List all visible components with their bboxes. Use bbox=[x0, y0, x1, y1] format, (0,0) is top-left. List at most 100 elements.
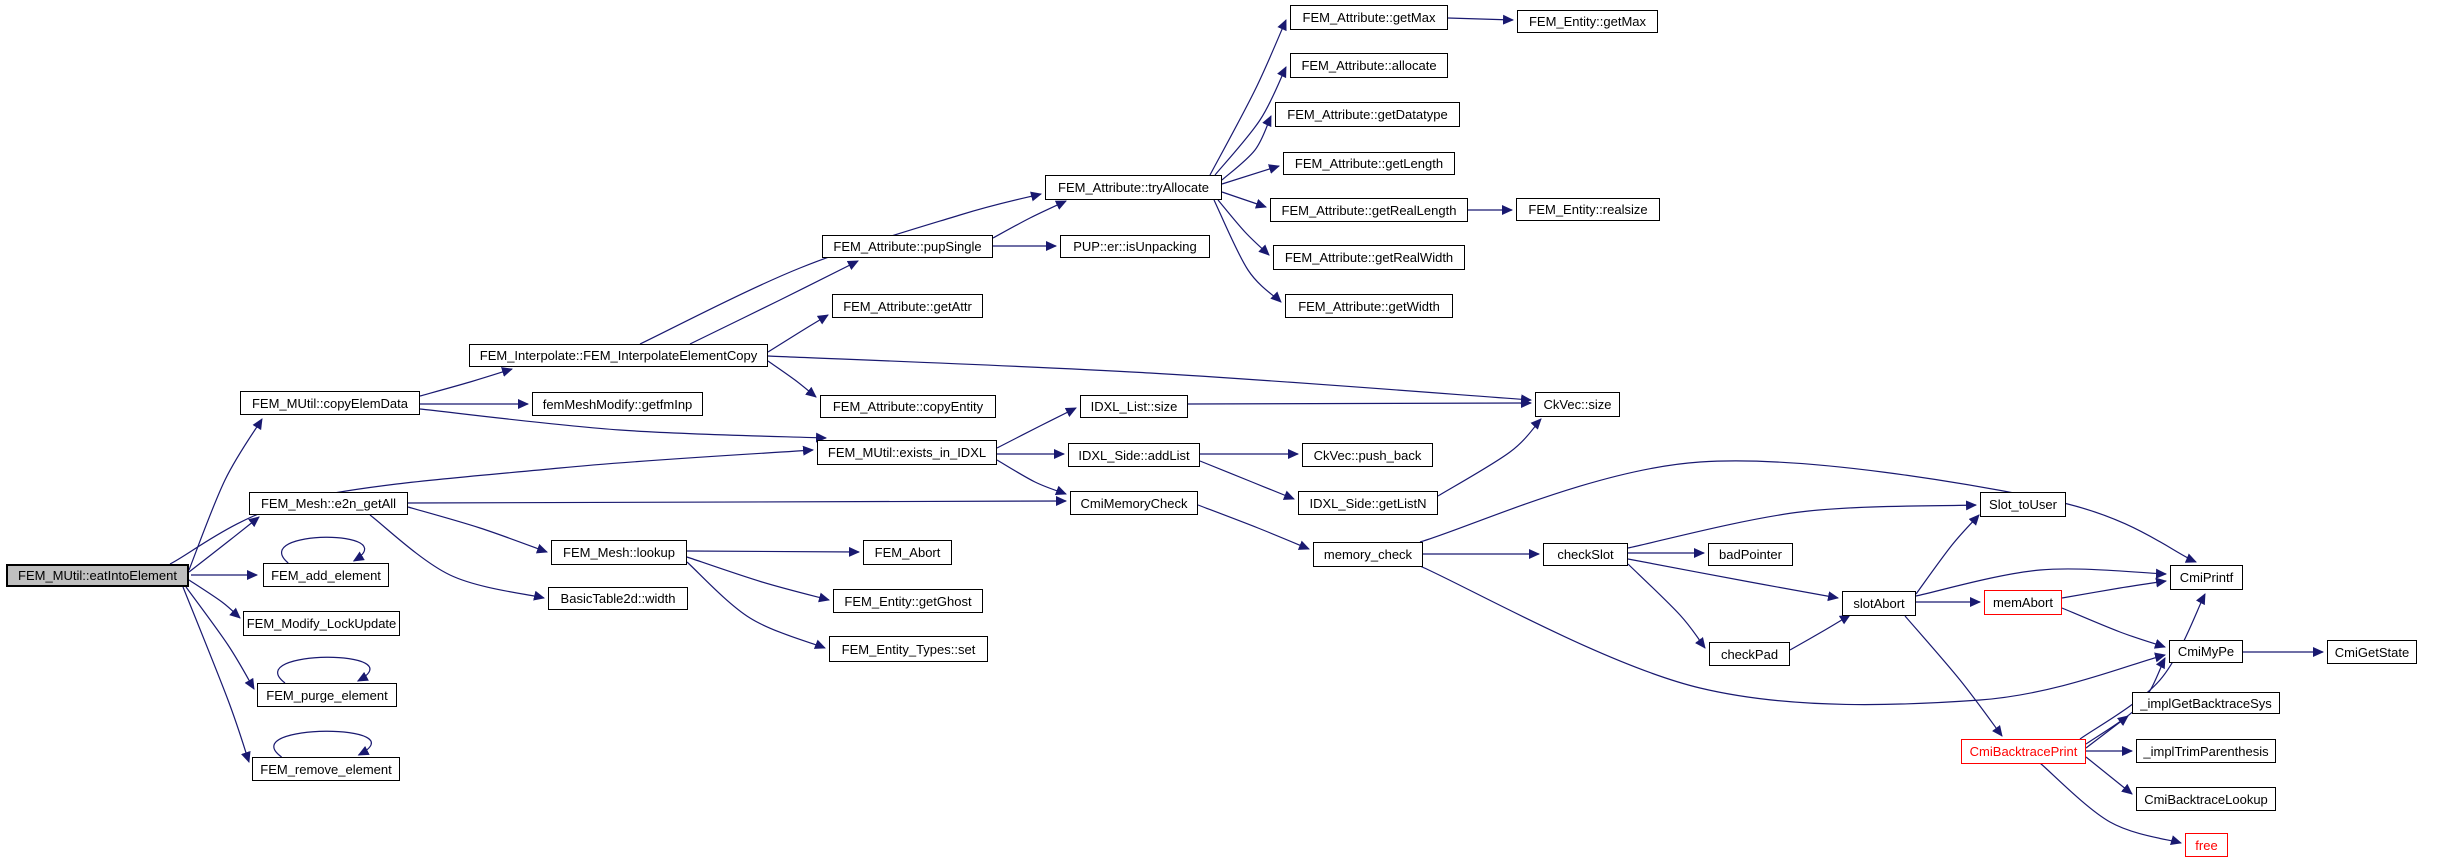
edge-tryallocate-to-allocate bbox=[1214, 66, 1287, 176]
node-cmibacktracelookup[interactable]: CmiBacktraceLookup bbox=[2136, 787, 2276, 811]
edge-copyelemdata-to-existsidxl bbox=[419, 408, 827, 443]
edge-slotabort-to-cmiprintf bbox=[1915, 568, 2167, 597]
node-cmibacktraceprint[interactable]: CmiBacktracePrint bbox=[1961, 739, 2086, 764]
node-ckvec-size[interactable]: CkVec::size bbox=[1535, 392, 1620, 417]
node-fem-entity-realsize[interactable]: FEM_Entity::realsize bbox=[1516, 198, 1660, 221]
edge-e2n-getall-to-width2d bbox=[369, 514, 545, 601]
node-free[interactable]: free bbox=[2185, 833, 2228, 857]
node-implgetbacktracesys[interactable]: _implGetBacktraceSys bbox=[2132, 692, 2280, 714]
edge-interpcopy-to-getattr bbox=[767, 314, 829, 353]
edge-tryallocate-to-attrgetmax bbox=[1209, 19, 1287, 176]
edge-tryallocate-to-getlength bbox=[1221, 164, 1280, 185]
node-fem-entity-getghost[interactable]: FEM_Entity::getGhost bbox=[833, 589, 983, 613]
edge-self-loop-add-element bbox=[280, 536, 365, 564]
edge-memabort-to-cmimype bbox=[2061, 607, 2166, 649]
edge-eatintoelement-to-e2n-getall bbox=[188, 516, 260, 573]
node-memabort[interactable]: memAbort bbox=[1984, 590, 2062, 615]
node-fem-attribute-allocate[interactable]: FEM_Attribute::allocate bbox=[1290, 53, 1448, 78]
node-fem-mutil-eatintoelement[interactable]: FEM_MUtil::eatIntoElement bbox=[6, 564, 189, 587]
edge-slotabort-to-slottouser bbox=[1915, 514, 1980, 595]
node-fem-attribute-copyentity[interactable]: FEM_Attribute::copyEntity bbox=[820, 395, 996, 418]
edge-memabort-to-cmiprintf bbox=[2061, 577, 2167, 599]
node-cmimype[interactable]: CmiMyPe bbox=[2169, 640, 2243, 663]
node-ckvec-push-back[interactable]: CkVec::push_back bbox=[1302, 443, 1433, 467]
edge-memorycheck-to-cmiprintf bbox=[1419, 460, 2197, 563]
edge-tryallocate-to-getwidth bbox=[1213, 199, 1282, 303]
edge-checkpad-to-slotabort bbox=[1789, 614, 1851, 651]
node-fem-mesh-lookup[interactable]: FEM_Mesh::lookup bbox=[551, 540, 687, 565]
edge-interpcopy-to-ckvecsize bbox=[767, 355, 1532, 405]
edge-checkslot-to-checkpad bbox=[1627, 563, 1706, 649]
node-fem-attribute-getreallength[interactable]: FEM_Attribute::getRealLength bbox=[1270, 198, 1468, 222]
edge-memorycheck-to-cmimype bbox=[1419, 565, 2166, 706]
node-fem-mutil-copyelemdata[interactable]: FEM_MUtil::copyElemData bbox=[240, 391, 420, 415]
edge-backtraceprint-to-getbacktracesys bbox=[2085, 715, 2129, 749]
node-fem-attribute-pupsingle[interactable]: FEM_Attribute::pupSingle bbox=[822, 235, 993, 258]
edge-lookup-to-getghost bbox=[686, 556, 830, 603]
edge-getlistn-to-ckvecsize bbox=[1437, 418, 1542, 497]
edge-tryallocate-to-getdatatype bbox=[1221, 115, 1272, 181]
edge-backtraceprint-to-freefn bbox=[2039, 762, 2182, 845]
node-femmeshmodify-getfminp[interactable]: femMeshModify::getfmInp bbox=[532, 392, 703, 416]
node-checkslot[interactable]: checkSlot bbox=[1543, 543, 1628, 566]
node-fem-entity-getmax[interactable]: FEM_Entity::getMax bbox=[1517, 10, 1658, 33]
edge-addlist-to-getlistn bbox=[1199, 460, 1295, 500]
node-fem-attribute-getrealwidth[interactable]: FEM_Attribute::getRealWidth bbox=[1273, 245, 1465, 270]
edge-eatintoelement-to-purge-element bbox=[185, 586, 255, 690]
node-fem-attribute-getmax[interactable]: FEM_Attribute::getMax bbox=[1290, 5, 1448, 30]
edge-slotabort-to-backtraceprint bbox=[1904, 615, 2003, 737]
edge-existsidxl-to-cmimemorycheck bbox=[996, 459, 1067, 496]
node-cmiprintf[interactable]: CmiPrintf bbox=[2170, 565, 2243, 590]
node-fem-add-element[interactable]: FEM_add_element bbox=[263, 563, 389, 587]
edge-lookup-to-femabort bbox=[686, 546, 860, 557]
edge-tryallocate-to-getrealwidth bbox=[1217, 199, 1270, 256]
node-fem-entity-types-set[interactable]: FEM_Entity_Types::set bbox=[829, 636, 988, 662]
node-fem-attribute-getdatatype[interactable]: FEM_Attribute::getDatatype bbox=[1275, 102, 1460, 127]
node-memory-check[interactable]: memory_check bbox=[1313, 542, 1423, 567]
node-fem-attribute-getattr[interactable]: FEM_Attribute::getAttr bbox=[832, 294, 983, 318]
node-fem-purge-element[interactable]: FEM_purge_element bbox=[257, 683, 397, 707]
edge-eatintoelement-to-lockupdate bbox=[188, 579, 241, 619]
node-idxl-side-getlistn[interactable]: IDXL_Side::getListN bbox=[1298, 491, 1438, 515]
edge-interpcopy-to-tryallocate bbox=[639, 191, 1042, 345]
edge-existsidxl-to-idxllistsize bbox=[996, 407, 1077, 449]
node-fem-attribute-tryallocate[interactable]: FEM_Attribute::tryAllocate bbox=[1045, 175, 1222, 200]
edge-self-loop-purge-element bbox=[277, 656, 371, 684]
edge-e2n-getall-to-lookup bbox=[407, 506, 548, 554]
node-idxl-side-addlist[interactable]: IDXL_Side::addList bbox=[1068, 443, 1200, 467]
node-cmigetstate[interactable]: CmiGetState bbox=[2327, 640, 2417, 664]
node-slotabort[interactable]: slotAbort bbox=[1842, 591, 1916, 616]
node-impltrimparenthesis[interactable]: _implTrimParenthesis bbox=[2136, 739, 2276, 763]
edge-eatintoelement-to-copyelemdata bbox=[188, 418, 263, 571]
node-fem-mutil-exists-in-idxl[interactable]: FEM_MUtil::exists_in_IDXL bbox=[817, 440, 997, 465]
node-fem-mesh-e2n-getall[interactable]: FEM_Mesh::e2n_getAll bbox=[249, 492, 408, 515]
edge-checkslot-to-slotabort bbox=[1627, 558, 1839, 602]
node-fem-abort[interactable]: FEM_Abort bbox=[863, 540, 952, 565]
edge-idxllistsize-to-ckvecsize bbox=[1187, 398, 1532, 409]
node-badpointer[interactable]: badPointer bbox=[1708, 543, 1793, 566]
edge-eatintoelement-to-existsidxl bbox=[169, 445, 814, 565]
edge-checkslot-to-slottouser bbox=[1627, 500, 1977, 549]
node-checkpad[interactable]: checkPad bbox=[1709, 642, 1790, 666]
edge-e2n-getall-to-cmimemorycheck bbox=[407, 496, 1067, 507]
node-pup-er-isunpacking[interactable]: PUP::er::isUnpacking bbox=[1060, 235, 1210, 258]
node-fem-attribute-getwidth[interactable]: FEM_Attribute::getWidth bbox=[1285, 294, 1453, 318]
node-fem-remove-element[interactable]: FEM_remove_element bbox=[252, 757, 400, 781]
edge-attrgetmax-to-entitygetmax bbox=[1447, 14, 1514, 25]
edge-cmimemorycheck-to-memorycheck bbox=[1197, 504, 1310, 550]
edge-backtraceprint-to-cmiprintf bbox=[2079, 593, 2206, 740]
node-slot-touser[interactable]: Slot_toUser bbox=[1980, 492, 2066, 517]
edge-interpcopy-to-pupsingle bbox=[689, 260, 859, 345]
edge-copyelemdata-to-interpcopy bbox=[419, 367, 513, 397]
edge-interpcopy-to-copyentity bbox=[767, 360, 817, 398]
node-cmimemorycheck[interactable]: CmiMemoryCheck bbox=[1070, 491, 1198, 515]
node-fem-modify-lockupdate[interactable]: FEM_Modify_LockUpdate bbox=[243, 611, 400, 636]
edge-self-loop-remove-element bbox=[273, 730, 372, 758]
node-fem-attribute-getlength[interactable]: FEM_Attribute::getLength bbox=[1283, 152, 1455, 175]
edge-pupsingle-to-tryallocate bbox=[992, 200, 1067, 239]
edge-backtraceprint-to-backtracelookup bbox=[2085, 756, 2133, 795]
node-fem-interpolate-fem-interpolateelementcopy[interactable]: FEM_Interpolate::FEM_InterpolateElementC… bbox=[469, 344, 768, 367]
node-idxl-list-size[interactable]: IDXL_List::size bbox=[1080, 395, 1188, 418]
node-basictable2d-width[interactable]: BasicTable2d::width bbox=[548, 587, 688, 610]
